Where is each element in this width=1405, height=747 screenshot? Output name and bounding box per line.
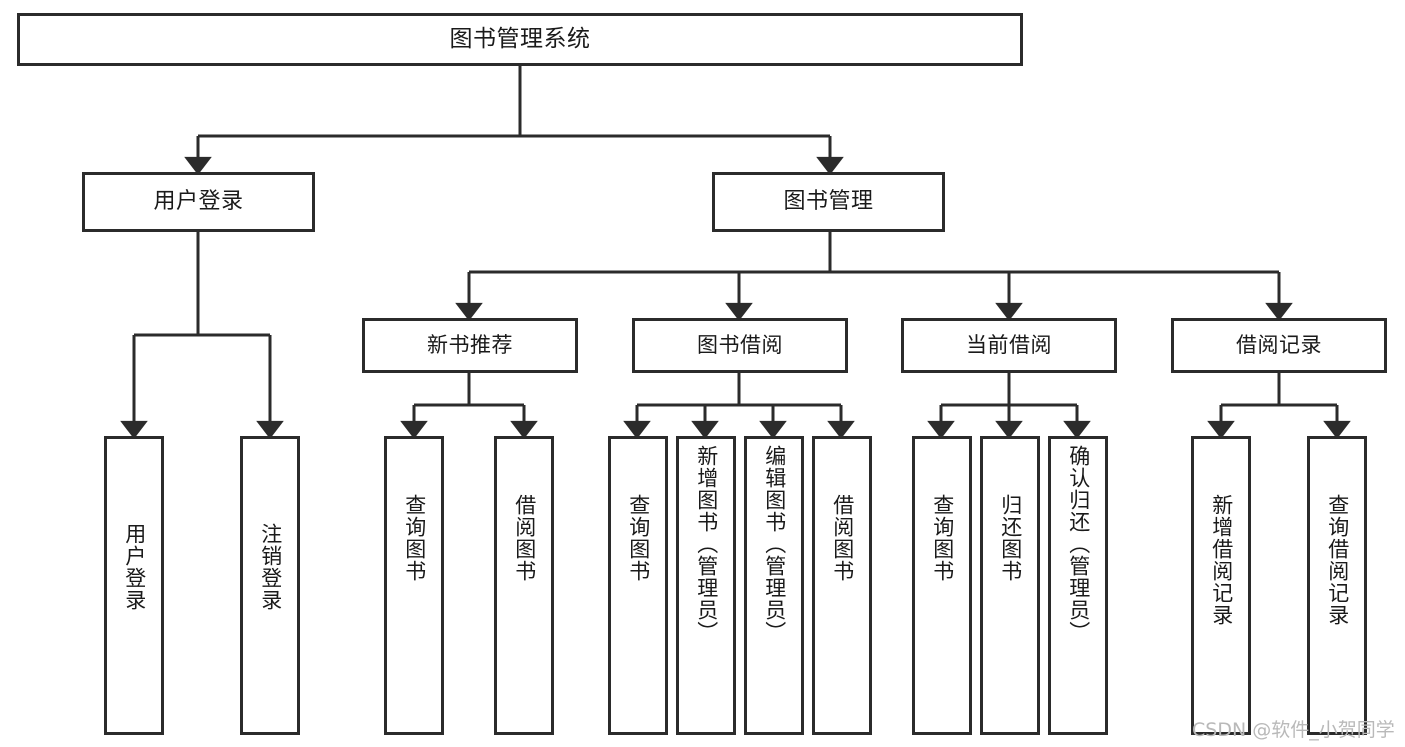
leaf-user-login[interactable]: 用户登录 [104,436,164,735]
node-label: 用户登录 [122,523,147,611]
node-label: 归还图书 [998,494,1023,582]
node-label: 借阅记录 [1236,332,1322,357]
node-label: 图书管理 [783,189,874,215]
node-label: 新增借阅记录 [1209,494,1234,626]
node-book-borrow[interactable]: 图书借阅 [632,318,848,373]
node-label: 确认归还（管理员） [1066,445,1091,643]
node-label: 注销登录 [258,523,283,611]
node-book-manage[interactable]: 图书管理 [712,172,945,232]
node-label: 图书借阅 [697,332,783,357]
node-user-login[interactable]: 用户登录 [82,172,315,232]
leaf-borrow-book[interactable]: 借阅图书 [812,436,872,735]
node-label: 编辑图书（管理员） [762,445,787,643]
leaf-query-book-current[interactable]: 查询图书 [912,436,972,735]
leaf-query-borrow-record[interactable]: 查询借阅记录 [1307,436,1367,735]
node-label: 当前借阅 [966,332,1052,357]
node-label: 查询借阅记录 [1325,494,1350,626]
node-current-borrow[interactable]: 当前借阅 [901,318,1117,373]
leaf-edit-book[interactable]: 编辑图书（管理员） [744,436,804,735]
leaf-add-book[interactable]: 新增图书（管理员） [676,436,736,735]
leaf-return-book[interactable]: 归还图书 [980,436,1040,735]
node-label: 借阅图书 [830,494,855,582]
leaf-borrow-book-recommend[interactable]: 借阅图书 [494,436,554,735]
node-label: 借阅图书 [512,494,537,582]
csdn-watermark: CSDN @软件_小贺同学 [1192,719,1395,741]
leaf-add-borrow-record[interactable]: 新增借阅记录 [1191,436,1251,735]
node-label: 图书管理系统 [449,26,591,53]
node-root-system[interactable]: 图书管理系统 [17,13,1023,66]
node-label: 查询图书 [930,494,955,582]
node-label: 用户登录 [153,189,244,215]
leaf-confirm-return[interactable]: 确认归还（管理员） [1048,436,1108,735]
node-label: 查询图书 [402,494,427,582]
node-borrow-record[interactable]: 借阅记录 [1171,318,1387,373]
leaf-query-book-recommend[interactable]: 查询图书 [384,436,444,735]
node-label: 新增图书（管理员） [694,445,719,643]
leaf-logout[interactable]: 注销登录 [240,436,300,735]
node-new-book-recommend[interactable]: 新书推荐 [362,318,578,373]
leaf-query-book-borrow[interactable]: 查询图书 [608,436,668,735]
node-label: 查询图书 [626,494,651,582]
node-label: 新书推荐 [427,332,513,357]
